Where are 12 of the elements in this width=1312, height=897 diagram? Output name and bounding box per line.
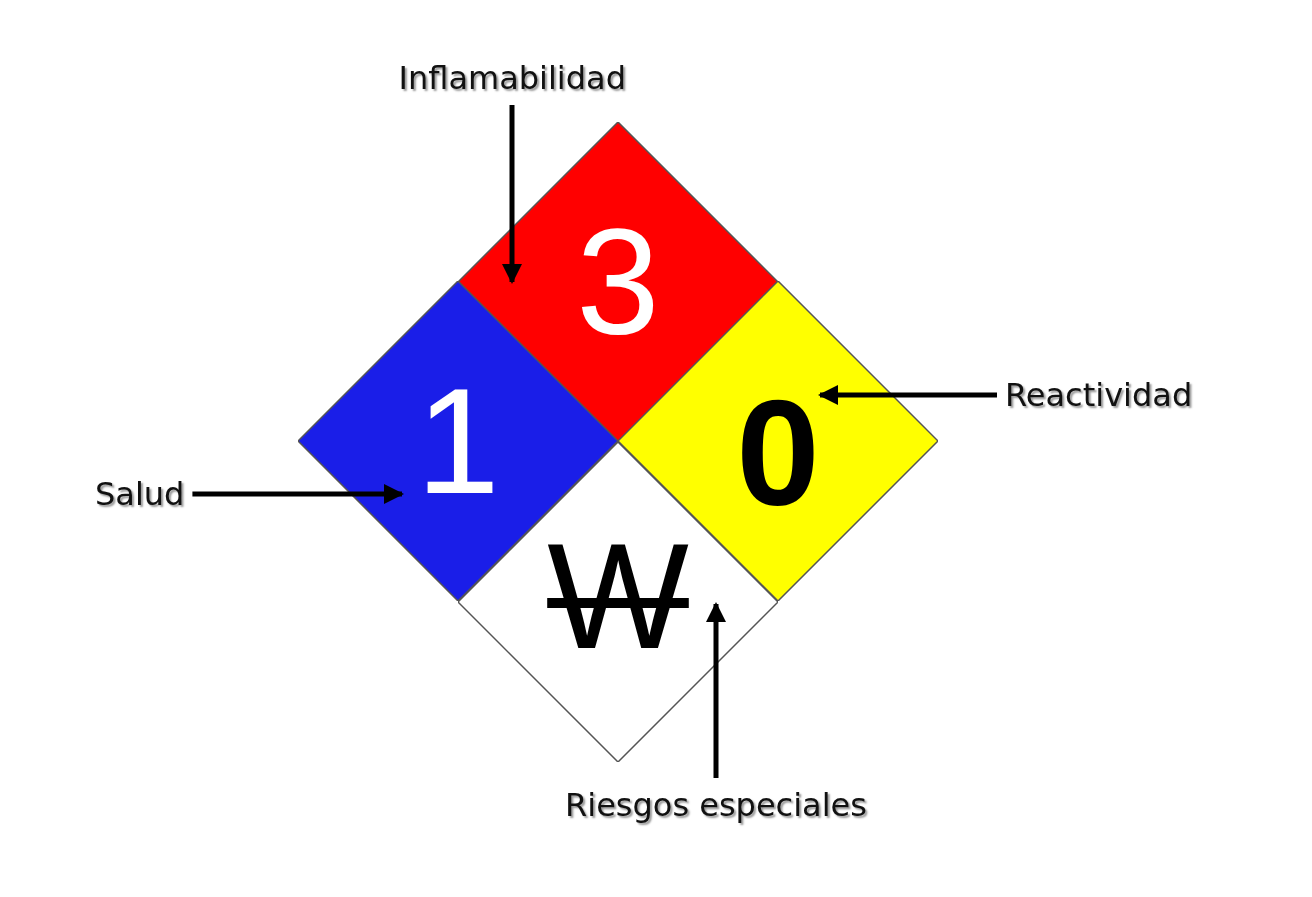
struck-letter: W [547,521,689,671]
arrow [502,105,522,284]
arrow [818,385,997,405]
hazard-label: Riesgos especiales [565,786,867,824]
hazard-rating: 3 [576,207,660,357]
hazard-label: Inflamabilidad [398,59,626,97]
hazard-rating: 1 [416,366,500,516]
hazard-label: Reactividad [1005,376,1193,414]
arrow [192,484,404,504]
hazard-label: Salud [95,475,185,513]
arrow [706,602,726,778]
hazard-rating: 0 [736,378,820,528]
